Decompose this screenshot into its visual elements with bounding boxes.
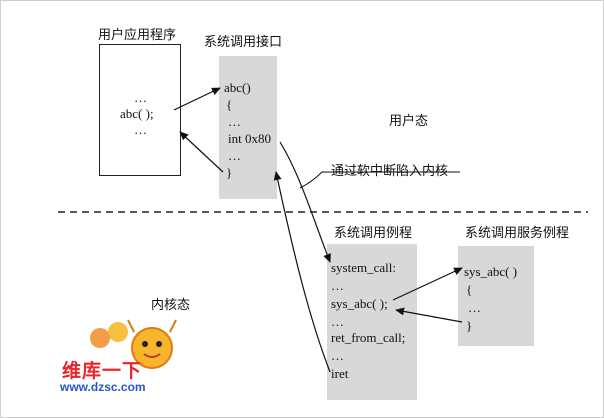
syscall-routine-line: … — [331, 314, 344, 329]
syscall-interface-title: 系统调用接口 — [204, 35, 283, 50]
kernel-mode-label: 内核态 — [151, 298, 191, 313]
syscall-interface-line: … — [228, 114, 241, 129]
service-routine-line: } — [466, 318, 473, 333]
trap-note-leader — [299, 171, 460, 189]
trap-arrow — [279, 141, 331, 263]
service-call-arrow — [392, 267, 463, 301]
watermark-text: 维库一下 — [62, 360, 143, 382]
user-mode-label: 用户态 — [389, 114, 429, 129]
syscall-interface-line: … — [228, 148, 241, 163]
syscall-routine-title: 系统调用例程 — [334, 226, 413, 241]
syscall-routine-line-iret: iret — [331, 366, 349, 381]
watermark-mascot-icon — [90, 319, 177, 369]
syscall-interface-line-int: int 0x80 — [228, 131, 271, 146]
syscall-interface-shade — [219, 56, 277, 199]
syscall-routine-line: system_call: — [331, 260, 396, 275]
return-arrow — [179, 131, 224, 173]
syscall-interface-line: } — [226, 165, 233, 180]
syscall-interface-line: abc() — [224, 80, 251, 95]
user-program-line: … — [134, 122, 147, 137]
service-routine-line: … — [468, 300, 481, 315]
user-program-box — [99, 44, 181, 176]
service-return-arrow — [395, 307, 463, 323]
iret-arrow — [273, 171, 331, 373]
service-routine-shade — [458, 246, 534, 346]
service-routine-title: 系统调用服务例程 — [465, 226, 570, 241]
user-program-line-call: abc( ); — [120, 106, 154, 121]
call-arrow — [173, 87, 221, 111]
syscall-routine-line: ret_from_call; — [331, 330, 406, 345]
syscall-interface-line: { — [226, 97, 233, 112]
syscall-routine-line-call: sys_abc( ); — [331, 296, 388, 311]
user-program-line: … — [134, 90, 147, 105]
syscall-routine-line: … — [331, 348, 344, 363]
syscall-routine-shade — [327, 244, 417, 400]
service-routine-line: { — [466, 282, 473, 297]
service-routine-line: sys_abc( ) — [464, 264, 518, 279]
watermark-url: www.dzsc.com — [60, 380, 146, 394]
user-program-title: 用户应用程序 — [98, 28, 177, 43]
syscall-routine-line: … — [331, 278, 344, 293]
